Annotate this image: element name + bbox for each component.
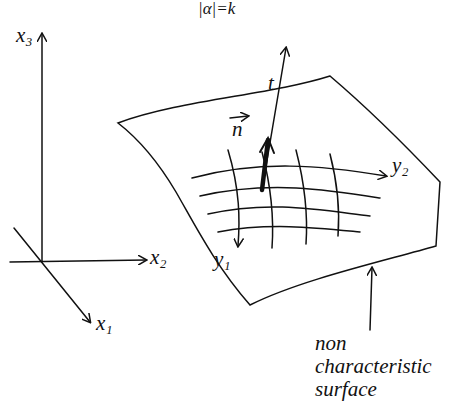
order-label: |α|=k [198, 0, 235, 19]
coordinate-label: y₁ [214, 248, 231, 271]
axis-label: t [268, 72, 274, 95]
axis-label: x₁ [96, 312, 113, 335]
axis-label: x₃ [16, 24, 33, 47]
coordinate-label: y₂ [392, 154, 409, 177]
normal-label: n [232, 118, 243, 141]
axis-label: x₂ [150, 246, 167, 269]
note-text: non characteristic surface [315, 332, 445, 401]
